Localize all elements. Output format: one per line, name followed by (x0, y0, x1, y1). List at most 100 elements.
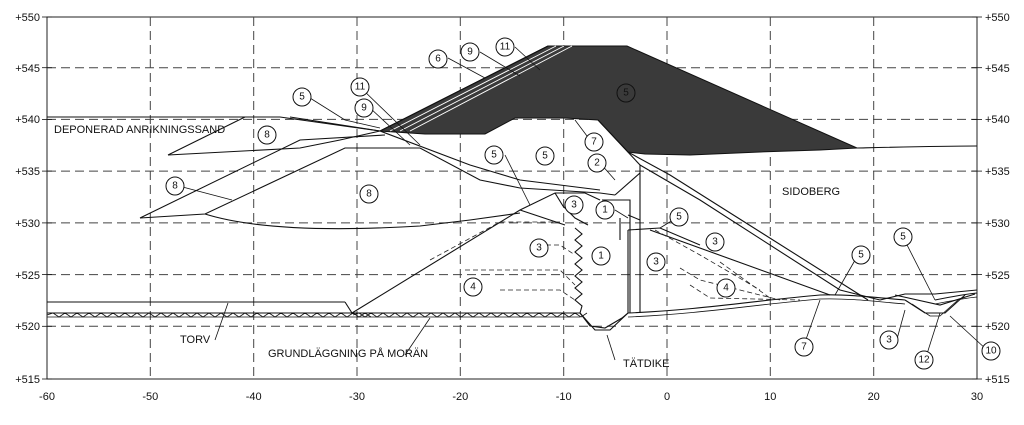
y-label-550: +550 (15, 12, 40, 24)
marker-5-c: 5 (535, 146, 555, 166)
sand-deposit (47, 116, 616, 230)
y-label-right-535: +535 (985, 166, 1010, 178)
grid-horizontal (47, 67, 977, 327)
svg-text:10: 10 (985, 346, 997, 357)
svg-text:3: 3 (653, 257, 659, 268)
svg-text:8: 8 (366, 189, 372, 200)
marker-3-a: 3 (564, 195, 584, 215)
y-label-530: +530 (15, 218, 40, 230)
y-axis-left-labels: +550 +545 +540 +535 +530 +525 +520 +515 (15, 12, 40, 386)
filter-layer-lines (379, 45, 573, 132)
y-label-right-515: +515 (985, 374, 1010, 386)
y-label-right-550: +550 (985, 12, 1010, 24)
svg-text:11: 11 (500, 42, 511, 53)
x-label-neg40: -40 (246, 391, 262, 403)
svg-text:5: 5 (542, 151, 548, 162)
x-label-10: 10 (764, 391, 776, 403)
marker-3-e: 3 (879, 330, 899, 350)
y-axis-right-labels: +550 +545 +540 +535 +530 +525 +520 +515 (985, 12, 1010, 386)
label-torv: TORV (180, 334, 211, 346)
axis-ticks (42, 16, 982, 380)
marker-11-b: 11 (495, 37, 515, 57)
marker-11-a: 11 (350, 77, 370, 97)
label-grundlaggning: GRUNDLÄGGNING PÅ MORÄN (268, 347, 428, 360)
marker-3-b: 3 (529, 238, 549, 258)
marker-8-a: 8 (257, 125, 277, 145)
marker-5-b: 5 (484, 145, 504, 165)
label-deponerad-anrikningssand: DEPONERAD ANRIKNINGSSAND (54, 124, 225, 136)
svg-text:8: 8 (172, 181, 178, 192)
embankment-lines (351, 119, 978, 314)
svg-text:5: 5 (858, 250, 864, 261)
x-label-neg20: -20 (452, 391, 468, 403)
y-label-545: +545 (15, 63, 40, 75)
marker-9-b: 9 (460, 42, 480, 62)
y-label-535: +535 (15, 166, 40, 178)
x-label-neg10: -10 (556, 391, 572, 403)
dashed-drains (429, 221, 801, 301)
marker-10: 10 (981, 341, 1001, 361)
tatdike-core (574, 227, 629, 329)
x-label-neg30: -30 (349, 391, 365, 403)
y-label-right-530: +530 (985, 218, 1010, 230)
marker-3-c: 3 (705, 232, 725, 252)
marker-5-e: 5 (851, 245, 871, 265)
x-label-neg50: -50 (142, 391, 158, 403)
x-label-neg60: -60 (39, 391, 55, 403)
marker-3-d: 3 (646, 252, 666, 272)
rock-surface-line (856, 145, 978, 149)
label-tatdike: TÄTDIKE (623, 358, 669, 370)
svg-text:11: 11 (355, 82, 366, 93)
svg-text:9: 9 (361, 103, 367, 114)
x-label-0: 0 (664, 391, 670, 403)
svg-text:3: 3 (571, 200, 577, 211)
y-label-right-525: +525 (985, 270, 1010, 282)
svg-text:12: 12 (918, 355, 930, 366)
label-sidoberg: SIDOBERG (782, 186, 840, 198)
x-axis-labels: -60 -50 -40 -30 -20 -10 0 10 20 30 (39, 391, 983, 403)
marker-4-a: 4 (463, 277, 483, 297)
svg-text:4: 4 (470, 282, 476, 293)
svg-text:5: 5 (299, 92, 305, 103)
x-label-20: 20 (868, 391, 880, 403)
y-label-540: +540 (15, 114, 40, 126)
y-label-right-540: +540 (985, 114, 1010, 126)
marker-7-b: 7 (794, 337, 814, 357)
drawing-frame (46, 16, 978, 380)
svg-text:1: 1 (598, 251, 604, 262)
svg-text:3: 3 (536, 243, 542, 254)
svg-text:5: 5 (900, 232, 906, 243)
svg-text:3: 3 (712, 237, 718, 248)
svg-text:6: 6 (435, 54, 441, 65)
svg-text:4: 4 (723, 283, 729, 294)
marker-5-d: 5 (669, 207, 689, 227)
y-label-515: +515 (15, 374, 40, 386)
marker-8-b: 8 (165, 176, 185, 196)
marker-5-a: 5 (292, 87, 312, 107)
svg-text:5: 5 (676, 212, 682, 223)
marker-1-b: 1 (591, 246, 611, 266)
y-label-520: +520 (15, 321, 40, 333)
ground-surface (46, 292, 978, 318)
marker-1-a: 1 (595, 200, 615, 220)
marker-5-dark: 5 (616, 83, 636, 103)
y-label-right-545: +545 (985, 63, 1010, 75)
svg-text:3: 3 (886, 335, 892, 346)
sidoberg-dark-fill (378, 45, 858, 156)
marker-2: 2 (587, 153, 607, 173)
marker-9-a: 9 (354, 98, 374, 118)
svg-text:7: 7 (591, 137, 597, 148)
leader-lines (174, 46, 988, 361)
x-label-30: 30 (971, 391, 983, 403)
marker-5-f: 5 (893, 227, 913, 247)
svg-text:2: 2 (594, 158, 600, 169)
y-label-525: +525 (15, 270, 40, 282)
tatdike-trench (579, 312, 629, 331)
y-label-right-520: +520 (985, 321, 1010, 333)
marker-8-c: 8 (359, 184, 379, 204)
svg-text:7: 7 (801, 342, 807, 353)
marker-4-b: 4 (716, 278, 736, 298)
marker-6: 6 (428, 49, 448, 69)
toe-drain (894, 293, 976, 317)
svg-text:1: 1 (602, 205, 608, 216)
